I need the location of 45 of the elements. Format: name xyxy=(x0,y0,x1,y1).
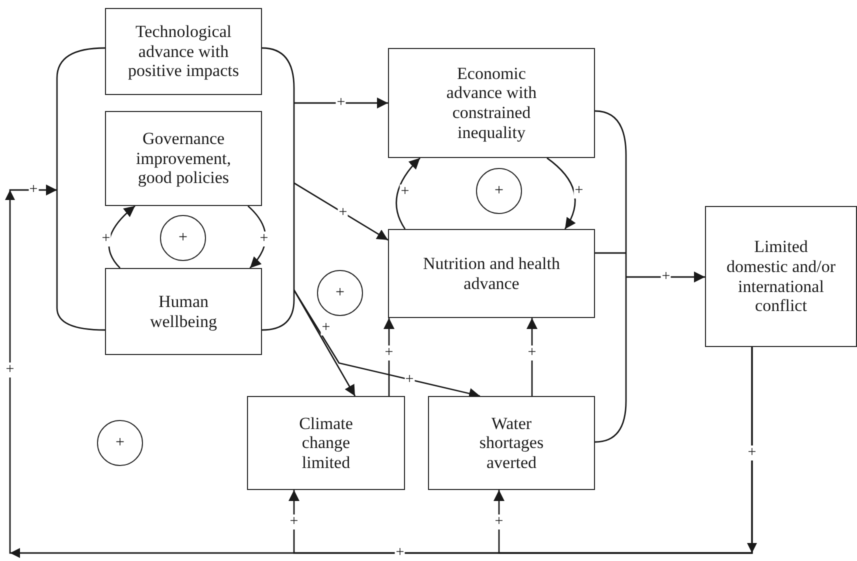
loop-polarity-circle xyxy=(97,420,143,466)
arrow xyxy=(396,158,420,230)
factor-label: Water shortages averted xyxy=(478,414,545,472)
factor-box xyxy=(705,206,857,347)
factor-box xyxy=(105,111,262,206)
factor-label: Human wellbeing xyxy=(148,292,218,332)
polarity-sign: + xyxy=(335,285,345,301)
factor-box xyxy=(388,229,595,318)
factor-label: Economic advance with constrained inequality xyxy=(445,64,538,142)
arrow xyxy=(294,98,388,108)
factor-label: Limited domestic and/or international conflict xyxy=(726,237,836,316)
arrow xyxy=(494,347,753,554)
loop-polarity-circle xyxy=(317,270,363,316)
arrow xyxy=(546,157,576,230)
arrow xyxy=(108,205,136,268)
arrow xyxy=(294,182,388,241)
factor-label: Governance improvement, good policies xyxy=(135,129,232,188)
polarity-sign: + xyxy=(494,183,504,199)
edge-label: + xyxy=(288,514,300,529)
edge-label: + xyxy=(258,232,270,246)
edge-label: + xyxy=(494,514,504,529)
edge-label: + xyxy=(320,320,332,336)
arrow xyxy=(526,318,538,396)
loop-polarity-circle xyxy=(160,215,206,261)
edge-label: + xyxy=(526,346,538,360)
edge-label: + xyxy=(574,184,584,198)
factor-label: Climate change limited xyxy=(298,414,354,472)
factor-box xyxy=(388,48,595,158)
factor-box xyxy=(105,8,262,95)
arrow xyxy=(248,206,266,268)
edge-label: + xyxy=(100,232,112,246)
factor-box xyxy=(247,396,405,490)
factor-box xyxy=(105,268,262,355)
edge-label: + xyxy=(384,346,394,360)
loop-polarity-circle xyxy=(476,168,522,214)
factor-box xyxy=(428,396,595,490)
factor-label: Technological advance with positive impacts xyxy=(127,22,240,81)
polarity-sign: + xyxy=(178,230,188,246)
arrow xyxy=(293,290,480,399)
polarity-sign: + xyxy=(4,362,16,378)
factor-label: Nutrition and health advance xyxy=(422,254,561,294)
polarity-sign: + xyxy=(746,446,758,460)
polarity-sign: + xyxy=(115,435,125,451)
arrow xyxy=(626,272,705,282)
arrow xyxy=(384,318,394,396)
